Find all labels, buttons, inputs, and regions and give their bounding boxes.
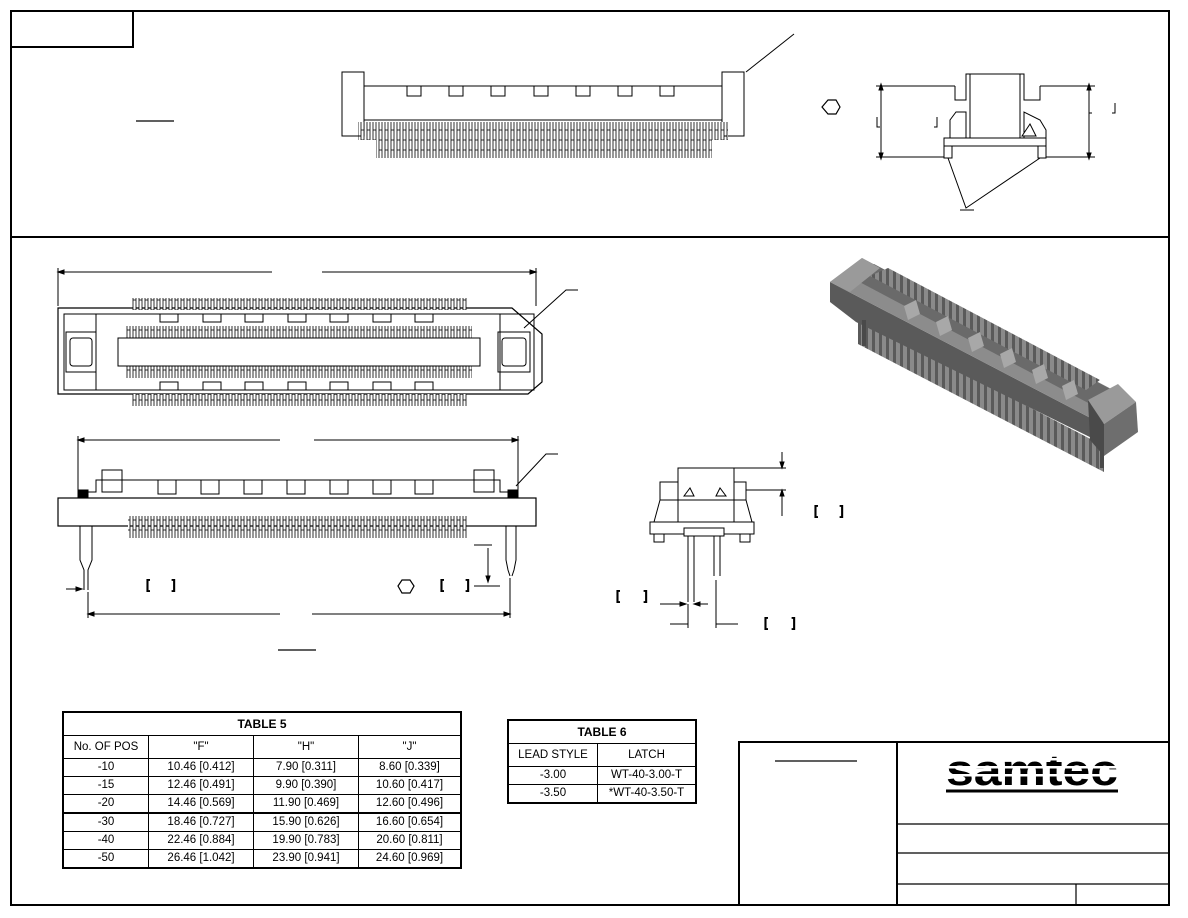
revision-box	[10, 10, 134, 48]
logo-text: samtec	[946, 746, 1118, 795]
top-side-view	[821, 73, 1116, 211]
table-5-header: "J"	[358, 735, 462, 759]
table-5-header: "F"	[148, 735, 254, 759]
svg-text:]: ]	[792, 615, 796, 630]
svg-text:]: ]	[644, 588, 648, 603]
bracket-close: ]	[172, 577, 176, 592]
sheet-border	[10, 10, 1170, 906]
svg-text:]: ]	[466, 577, 470, 592]
table-5-header: "H"	[253, 735, 359, 759]
svg-text:[: [	[764, 615, 768, 630]
table-6-header: LATCH	[597, 743, 697, 767]
connector-render	[830, 258, 1138, 472]
top-front-view	[136, 33, 795, 158]
table-6-header: LEAD STYLE	[507, 743, 598, 767]
bracket-open: [	[146, 577, 150, 592]
table-5-header: No. OF POS	[62, 735, 149, 759]
samtec-logo: samtec	[944, 746, 1120, 795]
plan-view	[56, 266, 578, 406]
table-row: -3.50*WT-40-3.50-T	[507, 784, 697, 804]
svg-text:[: [	[616, 588, 620, 603]
table-6-title: TABLE 6	[507, 719, 697, 744]
side-view: [ ] [ ] [ ]	[616, 452, 844, 631]
svg-text:[: [	[440, 577, 444, 592]
front-view: [ ] [ ]	[57, 434, 558, 651]
svg-text:]: ]	[840, 503, 844, 518]
title-block	[738, 741, 1170, 906]
svg-text:[: [	[814, 503, 818, 518]
table-5-title: TABLE 5	[62, 711, 462, 736]
